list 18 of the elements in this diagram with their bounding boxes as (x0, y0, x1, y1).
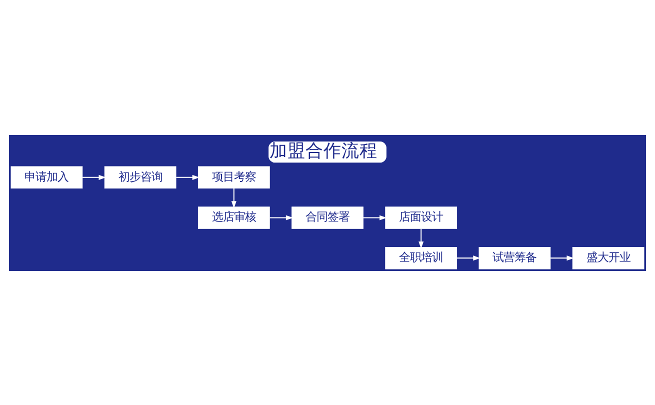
node-box: 盛大开业 (572, 246, 644, 269)
node-box: 初步咨询 (104, 166, 176, 188)
diagram-title: 加盟合作流程 (270, 141, 378, 162)
arrow (176, 174, 200, 180)
arrow (363, 214, 387, 220)
node-box: 项目考察 (198, 166, 270, 188)
arrow (550, 255, 574, 260)
arrow (456, 255, 480, 260)
node-box: 合同签署 (292, 206, 364, 228)
arrow (418, 228, 424, 248)
node-box: 店面设计 (385, 206, 458, 228)
arrow (270, 214, 294, 220)
node-box: 全职培训 (385, 246, 458, 269)
arrow (231, 188, 236, 208)
node-box: 试营筹备 (478, 246, 551, 269)
node-box: 申请加入 (10, 166, 83, 188)
node-box: 选店审核 (198, 206, 270, 228)
arrow (82, 174, 106, 180)
